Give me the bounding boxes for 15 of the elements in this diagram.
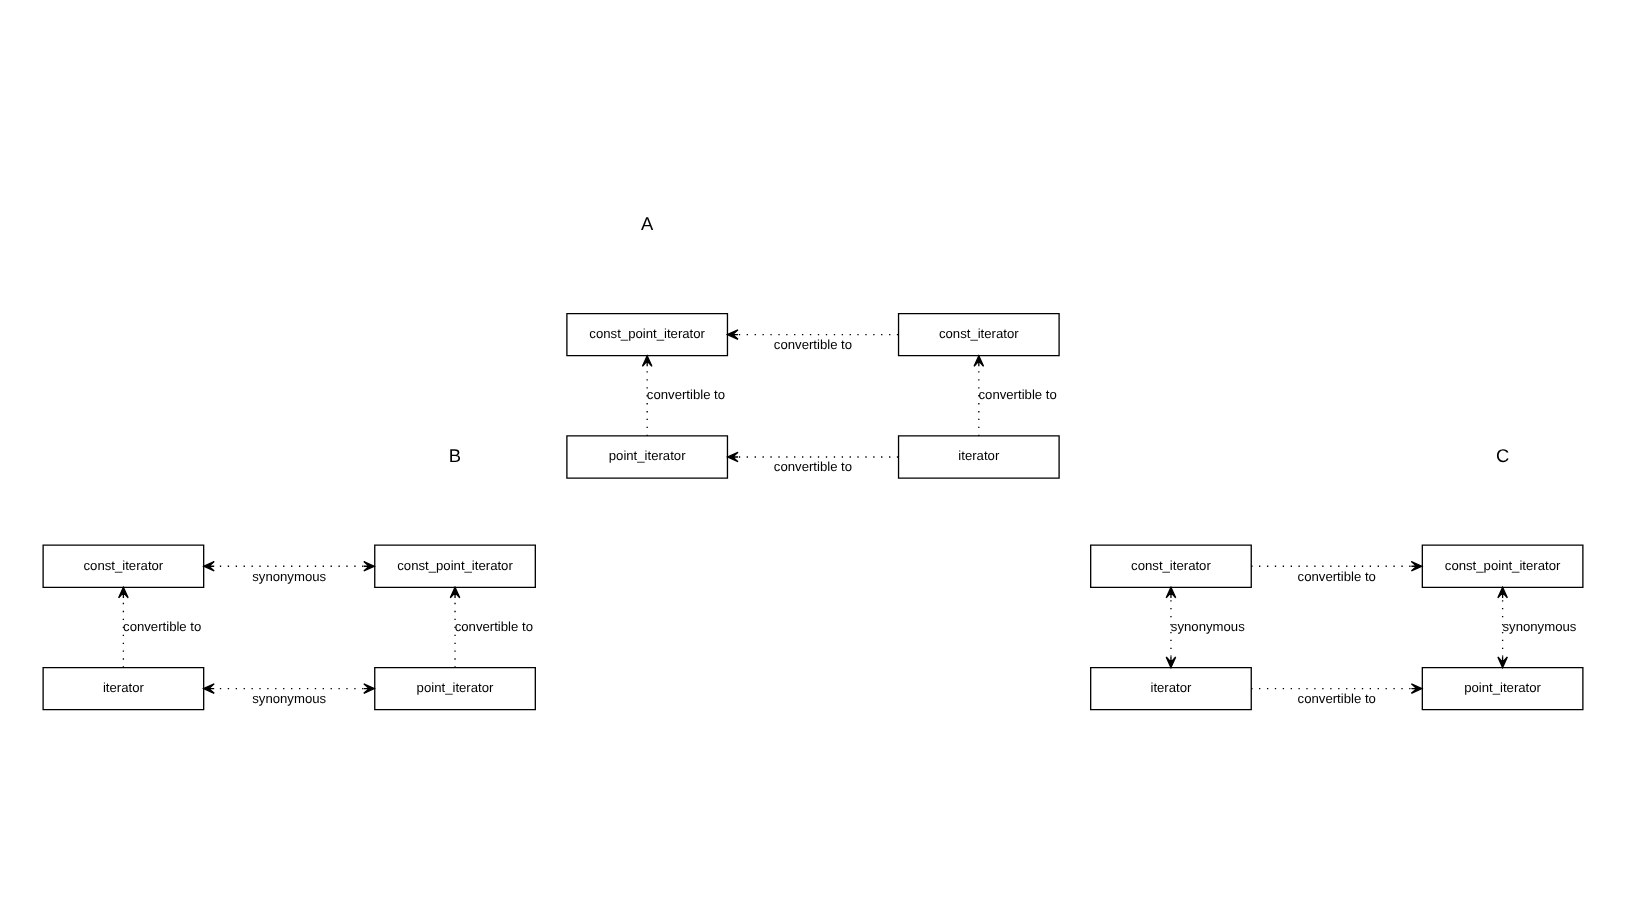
label: C xyxy=(1495,445,1510,466)
arrow xyxy=(641,355,653,437)
arrow xyxy=(1250,683,1423,694)
arrow xyxy=(726,329,899,340)
label: B xyxy=(448,445,462,466)
arrow xyxy=(203,683,375,694)
arrow xyxy=(203,560,375,572)
arrow xyxy=(973,355,985,437)
arrow xyxy=(726,451,899,463)
arrow xyxy=(1165,586,1177,669)
arrow xyxy=(1250,560,1423,572)
arrow xyxy=(1497,586,1508,669)
label: A xyxy=(641,214,654,235)
arrow xyxy=(449,586,461,669)
arrow xyxy=(118,586,129,669)
